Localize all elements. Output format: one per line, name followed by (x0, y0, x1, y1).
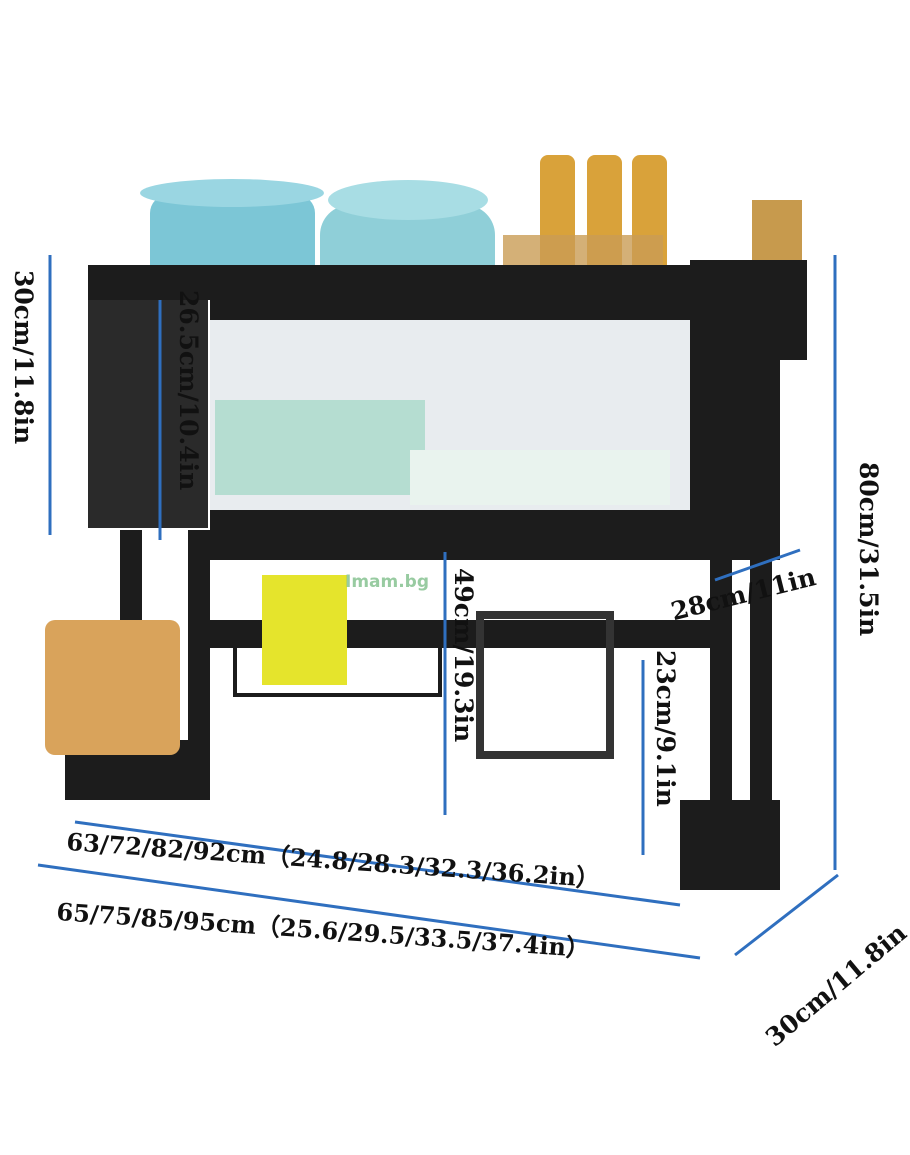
hook-height-label: 23cm/9.1in (651, 650, 680, 807)
left-height-label: 30cm/11.8in (9, 270, 38, 445)
middle-clearance-label: 49cm/19.3in (449, 568, 478, 743)
inner-height-label: 26.5cm/10.4in (174, 290, 203, 491)
watermark: Imam.bg (345, 572, 430, 592)
total-height-label: 80cm/31.5in (854, 462, 883, 637)
dimension-lines (37, 255, 839, 960)
dishes (45, 400, 670, 759)
